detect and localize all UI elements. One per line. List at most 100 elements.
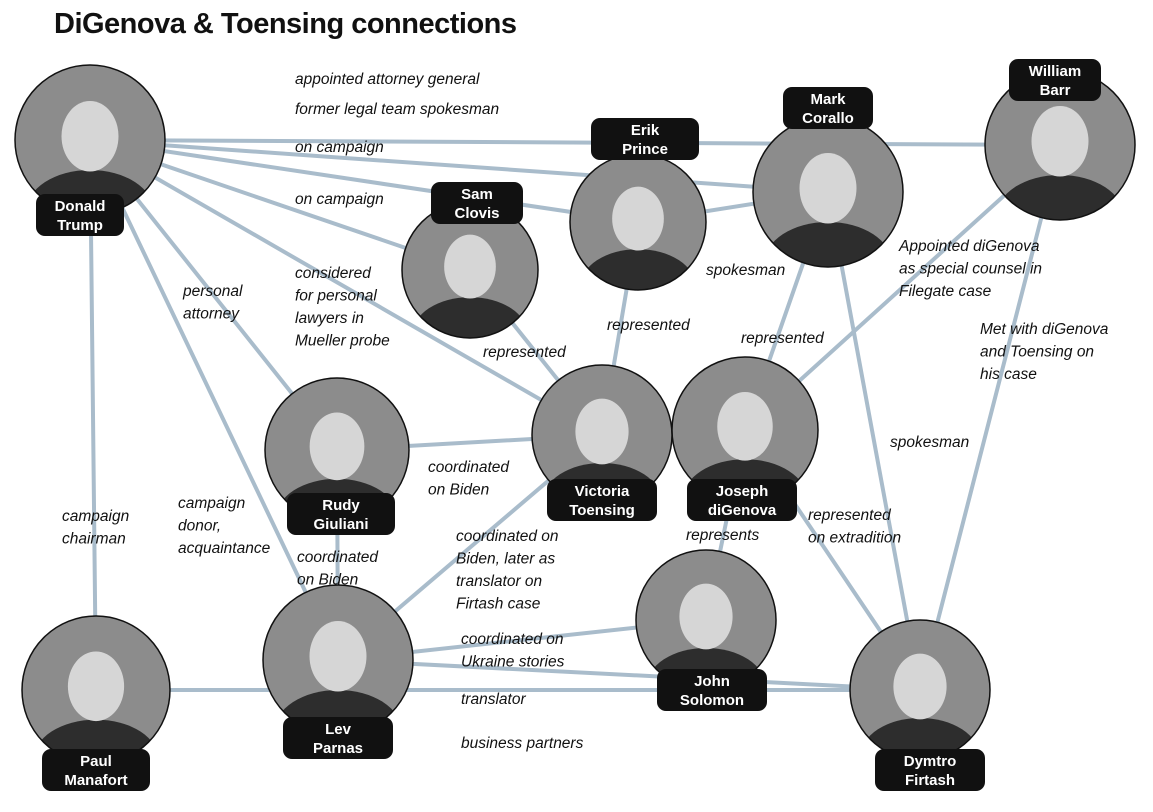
edge-label-trump-barr-0: appointed attorney general xyxy=(295,71,480,88)
diagram-title: DiGenova & Toensing connections xyxy=(54,8,517,40)
edge-label-giuliani-parnas-0: coordinated xyxy=(297,549,379,566)
edge-label-trump-manafort-0: campaign xyxy=(62,508,129,525)
portrait-body-barr xyxy=(996,175,1124,220)
name-line-corallo-1: Corallo xyxy=(802,110,854,127)
edge-label-trump-parnas-0: campaign xyxy=(178,495,245,512)
name-line-corallo-0: Mark xyxy=(810,91,846,108)
edge-label-barr-digenova-2: Filegate case xyxy=(899,283,992,300)
edge-label-barr-firtash-0: Met with diGenova xyxy=(980,321,1109,338)
edge-label-giuliani-toensing-0: coordinated xyxy=(428,459,510,476)
edge-label-trump-giuliani-1: attorney xyxy=(183,306,240,323)
edge-label-digenova-firtash-0: represented xyxy=(808,507,892,524)
name-line-trump-0: Donald xyxy=(55,198,106,215)
name-box-prince xyxy=(591,118,699,160)
edge-label-trump-giuliani-0: personal xyxy=(182,283,243,300)
edge-label-trump-toensing-3: Mueller probe xyxy=(295,333,390,350)
name-line-barr-0: William xyxy=(1029,63,1081,80)
edge-trump-barr xyxy=(88,138,1062,147)
portrait-head-firtash xyxy=(893,653,947,720)
name-box-toensing xyxy=(547,479,657,521)
edge-label-barr-firtash-2: his case xyxy=(980,366,1037,383)
portrait-body-prince xyxy=(580,249,696,290)
name-box-giuliani xyxy=(287,493,395,535)
edge-label-prince-toensing-0: represented xyxy=(607,317,691,334)
portrait-head-digenova xyxy=(717,392,773,461)
name-line-clovis-0: Sam xyxy=(461,186,493,203)
name-box-barr xyxy=(1009,59,1101,101)
edge-label-barr-firtash-1: and Toensing on xyxy=(980,344,1094,361)
name-line-parnas-1: Parnas xyxy=(313,740,363,757)
name-line-toensing-0: Victoria xyxy=(575,483,630,500)
portrait-head-parnas xyxy=(309,621,367,692)
edge-label-parnas-solomon-0: coordinated on xyxy=(461,631,564,648)
name-line-giuliani-0: Rudy xyxy=(322,497,360,514)
edge-label-barr-digenova-0: Appointed diGenova xyxy=(898,238,1040,255)
name-line-digenova-1: diGenova xyxy=(708,502,777,519)
name-box-solomon xyxy=(657,669,767,711)
name-box-firtash xyxy=(875,749,985,791)
name-line-solomon-1: Solomon xyxy=(680,692,744,709)
edge-label-manafort-firtash-0: business partners xyxy=(461,735,584,752)
edge-labels-layer: appointed attorney general former legal t… xyxy=(62,71,1109,752)
edge-trump-parnas xyxy=(88,138,340,662)
edge-label-giuliani-parnas-1: on Biden xyxy=(297,572,358,589)
edge-label-trump-parnas-1: donor, xyxy=(178,518,221,535)
edge-label-corallo-digenova-0: represented xyxy=(741,330,825,347)
name-line-giuliani-1: Giuliani xyxy=(313,516,368,533)
edge-trump-corallo xyxy=(88,138,830,194)
edge-label-trump-manafort-1: chairman xyxy=(62,531,126,548)
name-line-manafort-1: Manafort xyxy=(64,772,127,789)
node-digenova: Joseph diGenova xyxy=(671,356,819,521)
portrait-head-toensing xyxy=(575,398,629,465)
edge-label-trump-toensing-0: considered xyxy=(295,265,372,282)
name-line-solomon-0: John xyxy=(694,673,730,690)
edge-label-trump-corallo-0: former legal team spokesman xyxy=(295,101,499,118)
edge-trump-toensing xyxy=(88,138,604,437)
edge-label-trump-toensing-1: for personal xyxy=(295,288,377,305)
portrait-head-prince xyxy=(612,186,664,251)
edge-label-prince-corallo-0: spokesman xyxy=(706,262,785,279)
name-box-clovis xyxy=(431,182,523,224)
name-box-corallo xyxy=(783,87,873,129)
portrait-body-clovis xyxy=(412,297,528,338)
edge-label-toensing-parnas-1: Biden, later as xyxy=(456,551,555,568)
name-line-parnas-0: Lev xyxy=(325,721,352,738)
edge-label-giuliani-toensing-1: on Biden xyxy=(428,482,489,499)
portrait-head-manafort xyxy=(67,651,125,722)
name-line-manafort-0: Paul xyxy=(80,753,112,770)
edge-label-trump-prince-0: on campaign xyxy=(295,139,384,156)
portrait-head-barr xyxy=(1031,106,1089,177)
nodes-layer: DonaldTrumpWilliamBarrMarkCoralloErikPri… xyxy=(14,59,1136,791)
edge-trump-prince xyxy=(88,138,640,224)
edge-parnas-firtash xyxy=(336,658,922,692)
name-line-prince-0: Erik xyxy=(631,122,660,139)
edge-label-trump-clovis-0: on campaign xyxy=(295,191,384,208)
name-line-clovis-1: Clovis xyxy=(454,205,499,222)
portrait-body-corallo xyxy=(764,222,892,267)
edge-label-digenova-firtash-1: on extradition xyxy=(808,530,901,547)
edge-label-parnas-solomon-1: Ukraine stories xyxy=(461,654,565,671)
portrait-head-corallo xyxy=(799,153,857,224)
edge-label-digenova-solomon-0: represents xyxy=(686,527,759,544)
edge-label-toensing-parnas-0: coordinated on xyxy=(456,528,559,545)
name-line-prince-1: Prince xyxy=(622,141,668,158)
edge-label-parnas-firtash-0: translator xyxy=(461,691,526,708)
edge-label-clovis-toensing-0: represented xyxy=(483,344,567,361)
name-line-digenova-0: Joseph xyxy=(716,483,769,500)
edge-label-toensing-parnas-2: translator on xyxy=(456,573,542,590)
portrait-head-clovis xyxy=(444,234,496,299)
name-box-digenova xyxy=(687,479,797,521)
portrait-head-giuliani xyxy=(309,412,365,481)
portrait-head-trump xyxy=(61,101,119,172)
name-line-trump-1: Trump xyxy=(57,217,103,234)
edge-barr-firtash xyxy=(918,143,1062,692)
